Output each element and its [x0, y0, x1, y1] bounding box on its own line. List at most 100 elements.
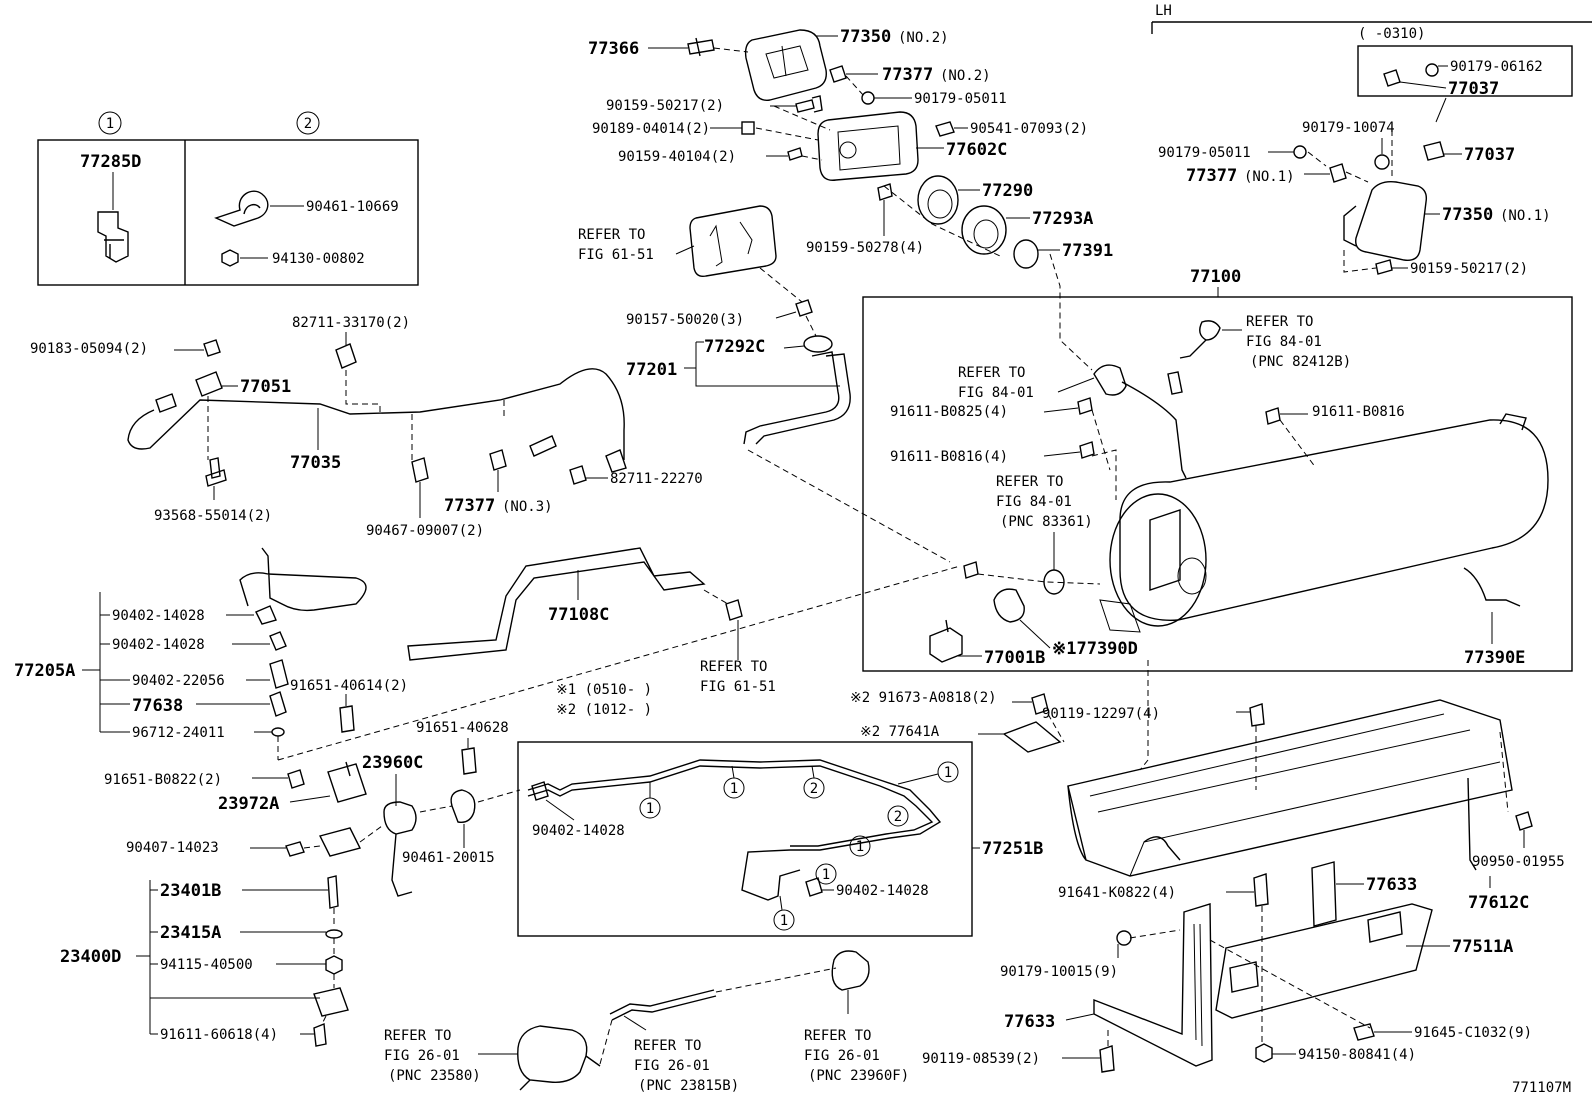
ref-fig84-a2[interactable]: FIG 84-01 — [1246, 334, 1322, 350]
part-77350-no2[interactable]: 77350 — [840, 27, 891, 47]
ref-fig84-label1[interactable]: REFER TO — [958, 365, 1025, 381]
part-91651-40614[interactable]: 91651-40614(2) — [290, 678, 408, 694]
part-77100[interactable]: 77100 — [1190, 267, 1241, 287]
part-77612C[interactable]: 77612C — [1468, 893, 1529, 913]
part-82711-22270[interactable]: 82711-22270 — [610, 471, 703, 487]
part-77377-no2[interactable]: 77377 — [882, 65, 933, 85]
ref-fig84-label2[interactable]: FIG 84-01 — [958, 385, 1034, 401]
part-77290[interactable]: 77290 — [982, 181, 1033, 201]
clip-marker: 2 — [810, 781, 818, 797]
part-77633-a[interactable]: 77633 — [1366, 875, 1417, 895]
part-77201[interactable]: 77201 — [626, 360, 677, 380]
ref-fig84-b2[interactable]: FIG 84-01 — [996, 494, 1072, 510]
ref-fig26-b2[interactable]: FIG 26-01 — [634, 1058, 710, 1074]
part-90541-07093[interactable]: 90541-07093(2) — [970, 121, 1088, 137]
part-23960C[interactable]: 23960C — [362, 753, 423, 773]
ref-fig61-b2[interactable]: FIG 61-51 — [700, 679, 776, 695]
part-94115-40500[interactable]: 94115-40500 — [160, 957, 253, 973]
part-96712-24011[interactable]: 96712-24011 — [132, 725, 225, 741]
part-82711-33170[interactable]: 82711-33170(2) — [292, 315, 410, 331]
legend-marker-1: 1 — [106, 116, 114, 132]
part-93568-55014[interactable]: 93568-55014(2) — [154, 508, 272, 524]
part-91645-C1032[interactable]: 91645-C1032(9) — [1414, 1025, 1532, 1041]
part-90159-40104[interactable]: 90159-40104(2) — [618, 149, 736, 165]
ref-fig84-a1[interactable]: REFER TO — [1246, 314, 1313, 330]
part-90407-14023[interactable]: 90407-14023 — [126, 840, 219, 856]
part-77205A[interactable]: 77205A — [14, 661, 75, 681]
ref-fig61-b1[interactable]: REFER TO — [700, 659, 767, 675]
part-77285D[interactable]: 77285D — [80, 152, 141, 172]
part-77108C[interactable]: 77108C — [548, 605, 609, 625]
part-90179-10074[interactable]: 90179-10074 — [1302, 120, 1395, 136]
part-77293A[interactable]: 77293A — [1032, 209, 1093, 229]
part-91651-B0822[interactable]: 91651-B0822(2) — [104, 772, 222, 788]
ref-fig26-a2[interactable]: FIG 26-01 — [384, 1048, 460, 1064]
part-77292C[interactable]: 77292C — [704, 337, 765, 357]
note-2: ※2 (1012- ) — [556, 702, 652, 718]
ref-fig26-c2[interactable]: FIG 26-01 — [804, 1048, 880, 1064]
part-90179-05011-a[interactable]: 90179-05011 — [914, 91, 1007, 107]
part-90461-10669[interactable]: 90461-10669 — [306, 199, 399, 215]
part-90402-14028-d[interactable]: 90402-14028 — [836, 883, 929, 899]
part-90179-06162[interactable]: 90179-06162 — [1450, 59, 1543, 75]
ref-fig61-a2[interactable]: FIG 61-51 — [578, 247, 654, 263]
part-77391[interactable]: 77391 — [1062, 241, 1113, 261]
part-90402-14028-c[interactable]: 90402-14028 — [532, 823, 625, 839]
part-77350-no1-suffix: (NO.1) — [1500, 208, 1551, 224]
part-90159-50217-b[interactable]: 90159-50217(2) — [1410, 261, 1528, 277]
part-77638[interactable]: 77638 — [132, 696, 183, 716]
part-77251B[interactable]: 77251B — [982, 839, 1043, 859]
part-91673-A0818[interactable]: ※2 91673-A0818(2) — [850, 690, 997, 706]
part-90119-08539[interactable]: 90119-08539(2) — [922, 1051, 1040, 1067]
filler-door-group: 77366 77350 (NO.2) 77377 (NO.2) 90179-05… — [588, 27, 1113, 371]
part-77377-no3[interactable]: 77377 — [444, 496, 495, 516]
part-90157-50020[interactable]: 90157-50020(3) — [626, 312, 744, 328]
part-77641A[interactable]: ※2 77641A — [860, 724, 940, 740]
part-90183-05094[interactable]: 90183-05094(2) — [30, 341, 148, 357]
part-91611-B0816-a[interactable]: 91611-B0816(4) — [890, 449, 1008, 465]
ref-fig26-b1[interactable]: REFER TO — [634, 1038, 701, 1054]
part-94130-00802[interactable]: 94130-00802 — [272, 251, 365, 267]
part-91651-40628[interactable]: 91651-40628 — [416, 720, 509, 736]
part-77390E[interactable]: 77390E — [1464, 648, 1525, 668]
part-91611-B0816-b[interactable]: 91611-B0816 — [1312, 404, 1405, 420]
part-94150-80841[interactable]: 94150-80841(4) — [1298, 1047, 1416, 1063]
protector-group: ※2 91673-A0818(2) ※2 77641A 90119-12297(… — [850, 660, 1565, 913]
part-77037-b[interactable]: 77037 — [1464, 145, 1515, 165]
part-77037-a[interactable]: 77037 — [1448, 79, 1499, 99]
part-90461-20015[interactable]: 90461-20015 — [402, 850, 495, 866]
part-91641-K0822[interactable]: 91641-K0822(4) — [1058, 885, 1176, 901]
part-90159-50278[interactable]: 90159-50278(4) — [806, 240, 924, 256]
part-90402-14028-a[interactable]: 90402-14028 — [112, 608, 205, 624]
part-90950-01955[interactable]: 90950-01955 — [1472, 854, 1565, 870]
part-90189-04014[interactable]: 90189-04014(2) — [592, 121, 710, 137]
part-77035[interactable]: 77035 — [290, 453, 341, 473]
part-77350-no1[interactable]: 77350 — [1442, 205, 1493, 225]
part-77001B[interactable]: 77001B — [984, 648, 1045, 668]
part-23401B[interactable]: 23401B — [160, 881, 221, 901]
part-90159-50217-a[interactable]: 90159-50217(2) — [606, 98, 724, 114]
part-91611-60618[interactable]: 91611-60618(4) — [160, 1027, 278, 1043]
ref-fig61-a1[interactable]: REFER TO — [578, 227, 645, 243]
part-23415A[interactable]: 23415A — [160, 923, 221, 943]
part-23972A[interactable]: 23972A — [218, 794, 279, 814]
part-77633-b[interactable]: 77633 — [1004, 1012, 1055, 1032]
bottom-refs: REFER TO FIG 26-01 (PNC 23580) REFER TO … — [384, 950, 909, 1094]
part-90402-14028-b[interactable]: 90402-14028 — [112, 637, 205, 653]
part-91611-B0825[interactable]: 91611-B0825(4) — [890, 404, 1008, 420]
part-77377-no1[interactable]: 77377 — [1186, 166, 1237, 186]
part-77051[interactable]: 77051 — [240, 377, 291, 397]
ref-fig84-b1[interactable]: REFER TO — [996, 474, 1063, 490]
part-90179-05011-b[interactable]: 90179-05011 — [1158, 145, 1251, 161]
part-90467-09007[interactable]: 90467-09007(2) — [366, 523, 484, 539]
part-77602C[interactable]: 77602C — [946, 140, 1007, 160]
ref-fig26-c1[interactable]: REFER TO — [804, 1028, 871, 1044]
part-77511A[interactable]: 77511A — [1452, 937, 1513, 957]
part-90402-22056[interactable]: 90402-22056 — [132, 673, 225, 689]
part-77366[interactable]: 77366 — [588, 39, 639, 59]
part-77390D[interactable]: ※177390D — [1052, 639, 1138, 659]
part-23400D[interactable]: 23400D — [60, 947, 121, 967]
ref-fig26-a1[interactable]: REFER TO — [384, 1028, 451, 1044]
part-90179-10015[interactable]: 90179-10015(9) — [1000, 964, 1118, 980]
part-90119-12297[interactable]: 90119-12297(4) — [1042, 706, 1160, 722]
